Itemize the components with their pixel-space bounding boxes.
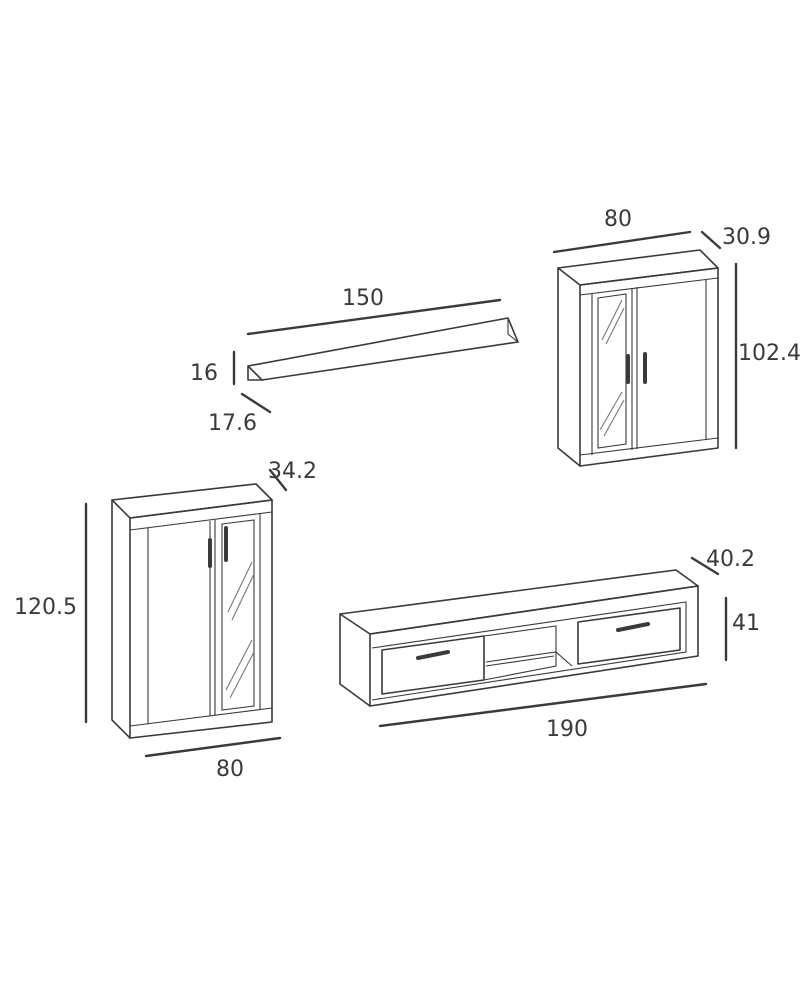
tv-unit-height-label: 41 (732, 611, 760, 636)
wall-cabinet-width-dimension-line (552, 230, 692, 254)
shelf-height-label: 16 (190, 361, 218, 386)
tv-unit-depth-label: 40.2 (706, 547, 755, 572)
shelf-depth-dimension-line (240, 392, 272, 414)
tv-unit-width-dimension-line (378, 682, 708, 728)
floor-cabinet-depth-dimension-line (268, 468, 288, 492)
wall-shelf (247, 317, 519, 381)
tv-drawer-handle-right (616, 622, 650, 632)
tv-drawer-handle-left (416, 650, 450, 660)
wall-cabinet-depth-label: 30.9 (722, 225, 771, 250)
floor-cabinet-depth-label: 34.2 (268, 459, 317, 484)
tv-unit-depth-dimension-line (690, 556, 720, 576)
floor-cabinet-height-label: 120.5 (14, 595, 77, 620)
wall-glass-cabinet (557, 249, 719, 467)
floor-cabinet-width-dimension-line (144, 736, 282, 758)
floor-glass-cabinet (111, 483, 273, 739)
floor-cabinet-width-label: 80 (216, 757, 244, 782)
tv-unit-width-label: 190 (546, 717, 588, 742)
tv-unit (339, 569, 699, 707)
wall-cabinet-depth-dimension-line (700, 230, 722, 250)
shelf-width-label: 150 (342, 286, 384, 311)
shelf-width-dimension-line (246, 298, 502, 336)
shelf-depth-label: 17.6 (208, 411, 257, 436)
tv-unit-drawer-right (577, 607, 681, 665)
wall-cabinet-height-label: 102.4 (738, 341, 800, 366)
wall-cabinet-width-label: 80 (604, 207, 632, 232)
